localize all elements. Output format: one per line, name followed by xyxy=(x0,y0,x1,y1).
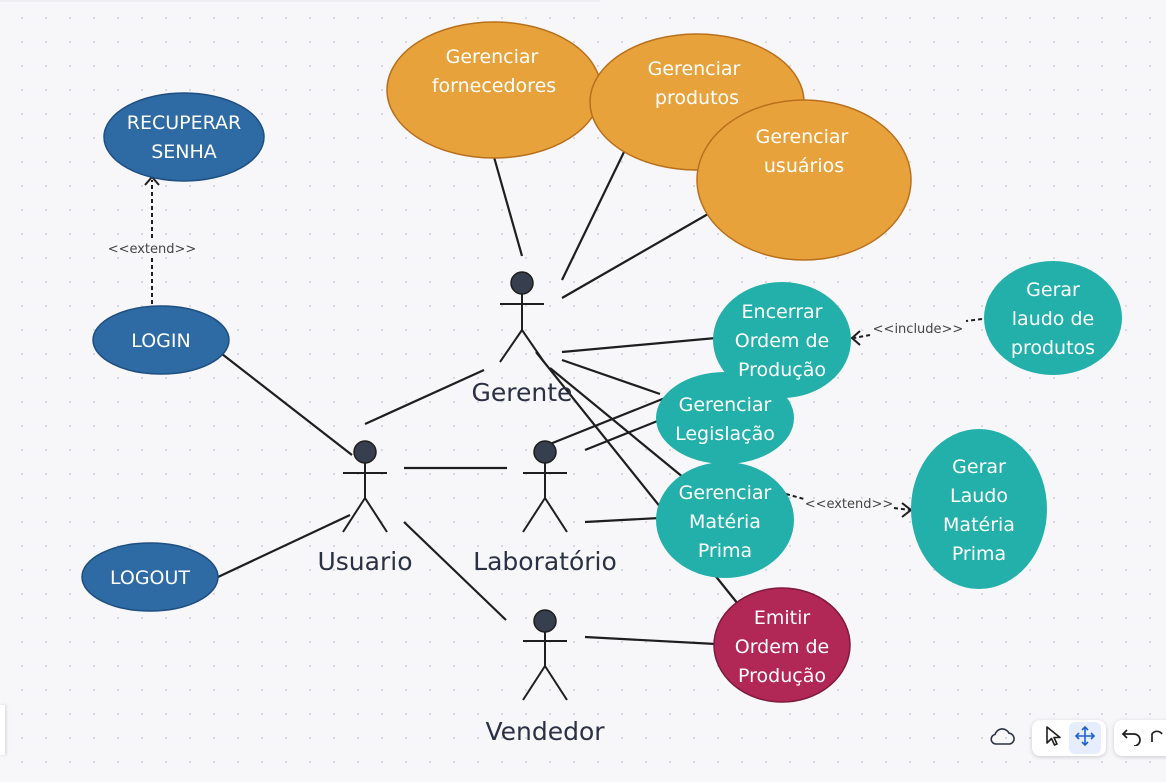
legislacao-line1: Gerenciar xyxy=(679,394,772,416)
undo-button[interactable] xyxy=(1116,722,1148,754)
line-gerente-produtos xyxy=(561,151,625,281)
laudo-produtos-line1: Gerar xyxy=(1026,279,1080,301)
cloud-icon xyxy=(988,725,1018,751)
encerrar-line1: Encerrar xyxy=(742,301,823,323)
emitir-line2: Ordem de xyxy=(735,636,829,658)
logout-label: LOGOUT xyxy=(110,567,190,589)
actor-usuario[interactable]: Usuario xyxy=(317,440,413,576)
produtos-line1: Gerenciar xyxy=(648,58,741,80)
tool-selector-group xyxy=(1032,720,1106,756)
include-line-right xyxy=(965,318,983,322)
fornecedores-line2: fornecedores xyxy=(432,75,556,97)
usecase-recuperar-senha[interactable]: RECUPERAR SENHA xyxy=(103,92,265,182)
laudo-materia-line3: Matéria xyxy=(943,514,1015,536)
include-arrowhead xyxy=(850,330,861,346)
extend-materia-left xyxy=(785,493,805,500)
usecase-gerenciar-usuarios[interactable]: Gerenciar usuários xyxy=(696,99,912,261)
line-laboratorio-legislacao xyxy=(584,418,661,452)
emitir-line3: Produção xyxy=(738,665,826,687)
usecase-gerenciar-legislacao[interactable]: Gerenciar Legislação xyxy=(656,372,794,464)
legislacao-line2: Legislação xyxy=(675,423,775,445)
line-gerente-encerrar xyxy=(561,336,717,354)
actor-vendedor-label: Vendedor xyxy=(485,717,605,746)
actor-gerente[interactable]: Gerente xyxy=(472,271,573,407)
laudo-materia-line1: Gerar xyxy=(952,456,1006,478)
left-panel-edge[interactable] xyxy=(0,705,5,755)
usecase-gerar-laudo-materia-prima[interactable]: Gerar Laudo Matéria Prima xyxy=(911,429,1047,589)
actor-laboratorio-label: Laboratório xyxy=(473,547,617,576)
select-tool-button[interactable] xyxy=(1037,722,1069,754)
line-gerente-usuarios xyxy=(561,213,709,299)
redo-button[interactable] xyxy=(1148,722,1166,754)
laudo-materia-line4: Prima xyxy=(952,543,1006,565)
line-gerente-legislacao xyxy=(561,358,661,396)
line-gerente-materia xyxy=(549,367,685,479)
include-line-left xyxy=(853,334,871,339)
actor-gerente-label: Gerente xyxy=(472,378,573,407)
usecase-gerenciar-fornecedores[interactable]: Gerenciar fornecedores xyxy=(386,21,602,159)
laudo-produtos-line3: produtos xyxy=(1011,337,1095,359)
extend-label-materia: <<extend>> xyxy=(805,497,894,512)
usecase-gerar-laudo-produtos[interactable]: Gerar laudo de produtos xyxy=(984,261,1122,375)
line-gerente-fornecedores xyxy=(492,156,524,257)
usecase-encerrar-ordem[interactable]: Encerrar Ordem de Produção xyxy=(713,282,851,398)
actor-laboratorio[interactable]: Laboratório xyxy=(473,440,617,576)
emitir-line1: Emitir xyxy=(754,607,811,629)
line-login-usuario xyxy=(221,353,353,456)
usecase-gerenciar-materia-prima[interactable]: Gerenciar Matéria Prima xyxy=(656,462,794,578)
actor-vendedor[interactable]: Vendedor xyxy=(485,609,605,746)
recuperar-senha-line1: RECUPERAR xyxy=(127,112,241,134)
fornecedores-line1: Gerenciar xyxy=(446,46,539,68)
line-laboratorio-materia xyxy=(584,516,661,524)
line-usuario-vendedor xyxy=(403,521,507,621)
extend-materia-right xyxy=(893,507,911,511)
laudo-materia-line2: Laudo xyxy=(950,485,1008,507)
usecase-login[interactable]: LOGIN xyxy=(92,305,230,375)
recuperar-senha-line2: SENHA xyxy=(151,141,217,163)
line-logout-usuario xyxy=(217,514,351,578)
usuarios-line2: usuários xyxy=(764,155,844,177)
materia-line1: Gerenciar xyxy=(679,482,772,504)
laudo-produtos-line2: laudo de xyxy=(1012,308,1094,330)
produtos-line2: produtos xyxy=(655,87,739,109)
materia-line3: Prima xyxy=(698,540,752,562)
undo-icon xyxy=(1121,726,1143,750)
materia-line2: Matéria xyxy=(689,511,761,533)
usecase-logout[interactable]: LOGOUT xyxy=(81,542,219,612)
login-label: LOGIN xyxy=(131,330,190,352)
actor-usuario-label: Usuario xyxy=(317,547,412,576)
encerrar-line3: Produção xyxy=(738,359,826,381)
pointer-icon xyxy=(1043,725,1063,751)
dashed-relations: <<extend>> <<include>> <<extend>> xyxy=(108,175,983,518)
include-label-laudo: <<include>> xyxy=(873,322,964,337)
history-group xyxy=(1114,720,1166,756)
pan-tool-button[interactable] xyxy=(1069,722,1101,754)
line-usuario-gerente xyxy=(364,368,485,426)
extend-materia-arrowhead xyxy=(901,502,913,518)
usuarios-line1: Gerenciar xyxy=(756,126,849,148)
redo-icon xyxy=(1148,726,1164,750)
line-vendedor-emitir xyxy=(584,635,717,646)
cloud-sync-button[interactable] xyxy=(985,720,1021,756)
extend-label-login: <<extend>> xyxy=(108,242,197,257)
association-lines xyxy=(217,151,739,646)
encerrar-line2: Ordem de xyxy=(735,330,829,352)
top-edge xyxy=(0,0,600,2)
usecase-emitir-ordem[interactable]: Emitir Ordem de Produção xyxy=(713,587,851,703)
move-icon xyxy=(1073,724,1097,752)
